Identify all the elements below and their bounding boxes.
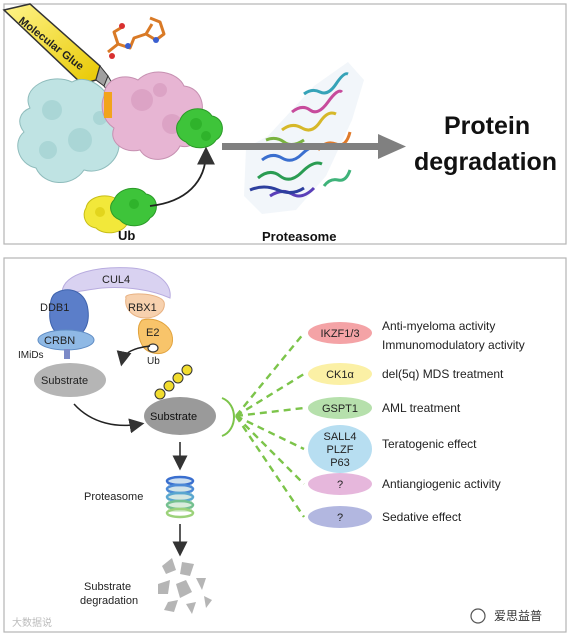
ub-small-icon bbox=[147, 343, 159, 353]
degraded-fragments-icon bbox=[158, 558, 212, 614]
proteasome-label-bottom: Proteasome bbox=[84, 491, 143, 503]
target-effect-3: AML treatment bbox=[382, 401, 461, 415]
degradation-label: degradation bbox=[414, 148, 557, 176]
substrate-bound-label: Substrate bbox=[41, 375, 88, 387]
e2-label: E2 bbox=[146, 327, 159, 339]
protein-label: Protein bbox=[444, 112, 530, 140]
target-name-4-2: PLZF bbox=[327, 444, 354, 456]
substrate-degradation-line1: Substrate bbox=[84, 581, 131, 593]
target-connector-4 bbox=[235, 414, 305, 451]
target-oval-3 bbox=[308, 397, 372, 419]
target-oval-2 bbox=[308, 363, 372, 385]
cul4-label: CUL4 bbox=[102, 274, 130, 286]
wechat-icon bbox=[470, 608, 486, 624]
substrate-bound-shape bbox=[34, 363, 106, 397]
substrate-degradation-line2: degradation bbox=[80, 595, 138, 607]
e2-shape bbox=[137, 318, 173, 354]
ub-label: Ub bbox=[118, 228, 135, 243]
target-name-3: GSPT1 bbox=[322, 403, 358, 415]
polyubiquitin-chain-icon bbox=[154, 364, 193, 400]
target-oval-4 bbox=[308, 425, 372, 473]
target-effect-6: Sedative effect bbox=[382, 510, 462, 524]
cul4-shape bbox=[61, 267, 171, 299]
top-panel: Molecular Glue bbox=[2, 3, 567, 245]
target-name-6: ? bbox=[337, 512, 343, 524]
target-bracket bbox=[221, 397, 235, 437]
imids-label: IMiDs bbox=[18, 350, 44, 361]
ddb1-label: DDB1 bbox=[40, 302, 69, 314]
small-molecule-icon bbox=[107, 16, 166, 59]
target-effect-4: Teratogenic effect bbox=[382, 437, 477, 451]
crbn-label: CRBN bbox=[44, 335, 75, 347]
target-effect-1-2: Immunomodulatory activity bbox=[382, 338, 525, 352]
target-effect-1-1: Anti-myeloma activity bbox=[382, 319, 495, 333]
target-connector-6 bbox=[235, 415, 305, 518]
target-name-4-3: P63 bbox=[330, 457, 350, 469]
target-oval-6 bbox=[308, 506, 372, 528]
cyan-protein-icon bbox=[17, 78, 125, 183]
ub-label-bottom: Ub bbox=[147, 356, 160, 367]
ub-handoff-arrow bbox=[116, 345, 151, 367]
green-ub-attached-icon bbox=[176, 108, 223, 149]
target-oval-5 bbox=[308, 473, 372, 495]
watermark-right: 爱思益普 bbox=[470, 608, 542, 624]
watermark-left: 大数据说 bbox=[12, 616, 52, 629]
substrate-transfer-arrow bbox=[73, 403, 145, 434]
proteasome-label-top: Proteasome bbox=[262, 229, 336, 244]
target-name-4-1: SALL4 bbox=[323, 431, 356, 443]
watermark-right-label: 爱思益普 bbox=[494, 609, 542, 623]
target-name-5: ? bbox=[337, 479, 343, 491]
bottom-panel: CUL4 RBX1 E2 Ub DDB1 CRBN IMiDs Substrat… bbox=[3, 257, 567, 633]
ub-transfer-arrow bbox=[149, 146, 215, 207]
target-oval-1 bbox=[308, 322, 372, 344]
target-effect-5: Antiangiogenic activity bbox=[382, 477, 501, 491]
target-name-1: IKZF1/3 bbox=[320, 328, 359, 340]
substrate-ub-shape bbox=[144, 397, 216, 435]
rbx1-label: RBX1 bbox=[128, 302, 157, 314]
bottom-panel-frame bbox=[3, 257, 567, 633]
substrate-ub-label: Substrate bbox=[150, 411, 197, 423]
target-name-2: CK1α bbox=[326, 369, 354, 381]
degradation-arrow-icon bbox=[222, 134, 406, 159]
target-connector-5 bbox=[235, 415, 305, 485]
target-connector-1 bbox=[235, 332, 305, 417]
target-connector-2 bbox=[235, 372, 305, 418]
glue-interface-icon bbox=[104, 92, 112, 118]
imids-icon bbox=[64, 349, 70, 359]
rbx1-shape bbox=[125, 293, 165, 319]
ub-e2-complex-icon bbox=[83, 187, 157, 234]
target-list: IKZF1/3 Anti-myeloma activityImmunomodula… bbox=[235, 319, 525, 528]
proteasome-spring-icon bbox=[165, 475, 195, 519]
target-effect-2: del(5q) MDS treatment bbox=[382, 367, 504, 381]
